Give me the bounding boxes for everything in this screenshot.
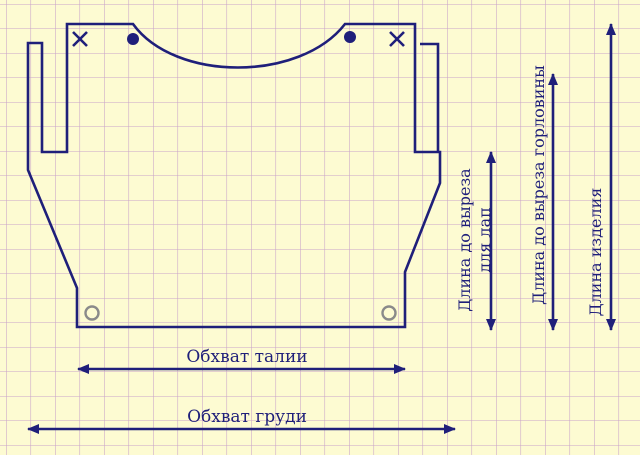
dot-mark-right <box>344 31 356 43</box>
paw-cut-label-line1: Длина до выреза <box>455 168 474 312</box>
dot-mark-left <box>127 33 139 45</box>
chest-label: Обхват груди <box>187 407 307 427</box>
cross-mark-right <box>389 31 405 47</box>
cross-mark-left <box>72 31 88 47</box>
garment-outline <box>26 22 442 329</box>
paw-cut-label-line2: для лап <box>475 207 494 273</box>
ring-mark-left <box>84 305 100 321</box>
neck-cut-label: Длина до выреза горловины <box>529 65 548 305</box>
ring-mark-right <box>381 305 397 321</box>
waist-label: Обхват талии <box>186 347 307 367</box>
item-length-label: Длина изделия <box>586 188 605 317</box>
